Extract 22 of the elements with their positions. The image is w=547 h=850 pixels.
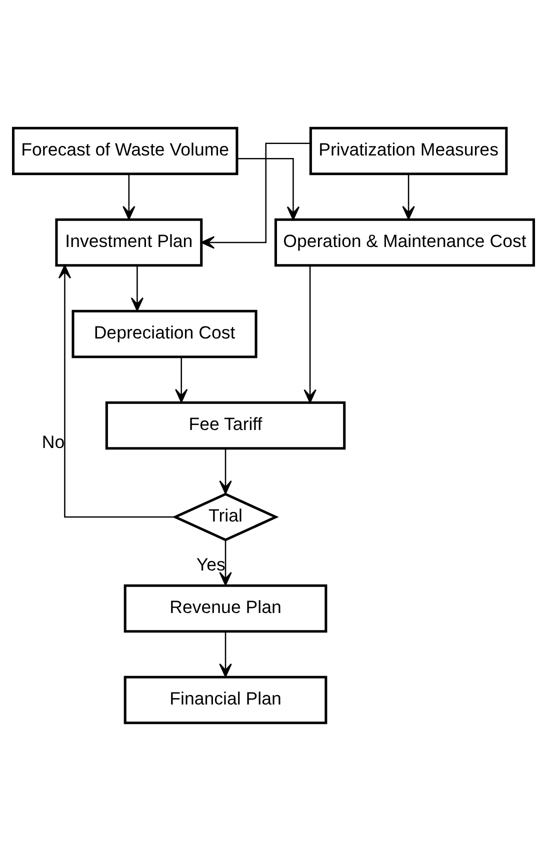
edge-label: No [42,431,65,452]
node-diamond: Trial [172,492,279,541]
node-box: Forecast of Waste Volume [12,126,238,175]
node-box: Revenue Plan [124,584,328,632]
edge-label: Yes [196,554,226,574]
arrow [200,142,311,248]
node-box: Fee Tariff [105,400,346,450]
node-box: Investment Plan [55,218,203,266]
node-box: Privatization Measures [309,126,508,175]
arrow [304,265,316,403]
node-box: Operation & Maintenance Cost [274,218,535,266]
node-box: Depreciation Cost [72,309,258,358]
arrow [402,174,415,220]
arrow [130,265,144,311]
arrow [237,157,300,220]
arrow [219,631,232,677]
arrow [58,264,176,518]
arrow [122,174,136,220]
arrow [219,448,232,494]
node-box: Financial Plan [124,675,328,724]
arrow [175,356,188,402]
arrow [219,540,232,586]
